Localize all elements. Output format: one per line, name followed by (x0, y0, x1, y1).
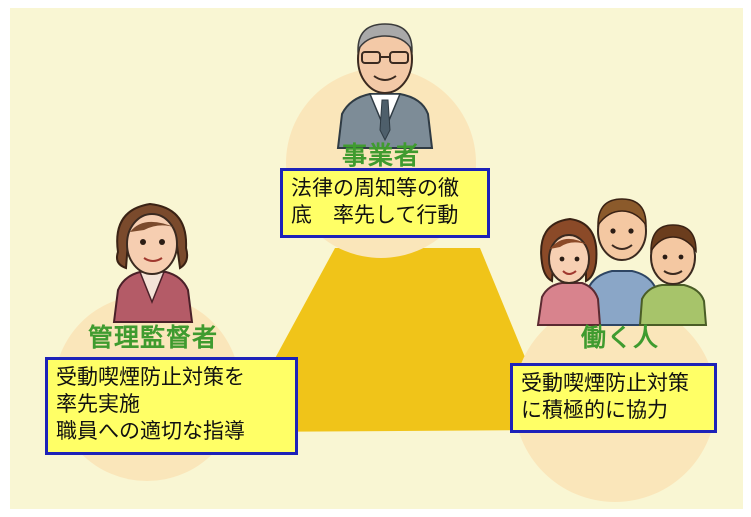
note-workers-line-2: に積極的に協力 (521, 398, 668, 422)
role-label-workers: 働く人 (580, 323, 659, 352)
note-business-owner: 法律の周知等の徹 底 率先して行動 (280, 168, 490, 238)
note-manager: 受動喫煙防止対策を 率先実施 職員への適切な指導 (45, 357, 298, 455)
businessman-illustration (336, 23, 434, 149)
workers-group-illustration (536, 198, 708, 326)
note-business-owner-line-2: 底 率先して行動 (291, 203, 459, 227)
role-label-business-owner: 事業者 (341, 141, 420, 170)
note-business-owner-line-1: 法律の周知等の徹 (291, 176, 459, 200)
note-manager-line-2: 率先実施 (56, 392, 140, 416)
note-manager-line-3: 職員への適切な指導 (56, 419, 245, 443)
note-workers-line-1: 受動喫煙防止対策 (521, 371, 689, 395)
note-workers: 受動喫煙防止対策 に積極的に協力 (510, 363, 717, 433)
manager-woman-illustration (112, 202, 194, 323)
note-manager-line-1: 受動喫煙防止対策を (56, 365, 245, 389)
role-label-manager: 管理監督者 (87, 323, 218, 352)
